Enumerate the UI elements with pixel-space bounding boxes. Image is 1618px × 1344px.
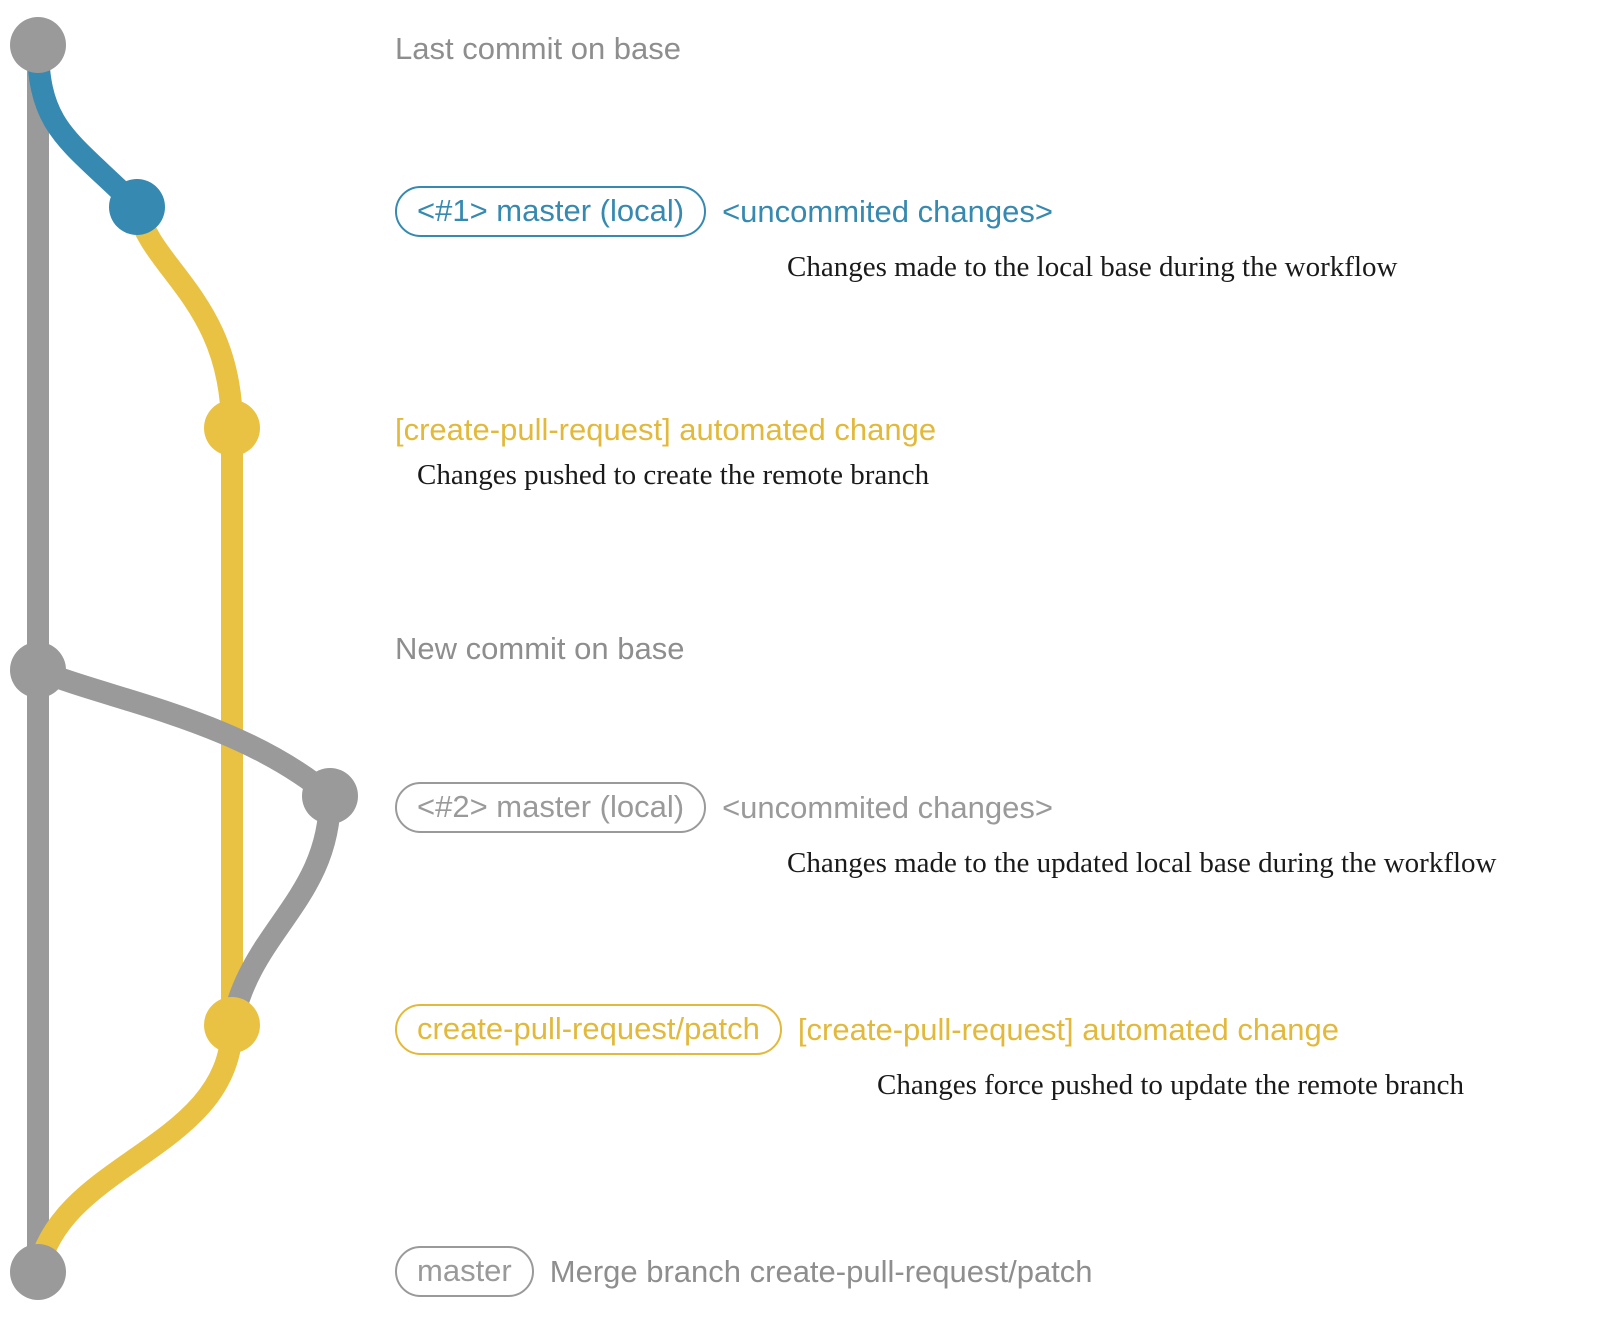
branch-line-local-2-to-patch xyxy=(221,785,341,1036)
subline-automated-change-1: Changes pushed to create the remote bran… xyxy=(417,459,930,491)
headline-uncommited-changes-1: <uncommited changes> xyxy=(722,194,1053,229)
commit-node-local-1[interactable] xyxy=(109,179,165,235)
row-head: master Merge branch create-pull-request/… xyxy=(395,1246,1093,1297)
commit-node-local-2[interactable] xyxy=(302,768,358,824)
subline-master-local-1: Changes made to the local base during th… xyxy=(787,251,1398,283)
row-head: Last commit on base xyxy=(395,33,681,64)
headline-merge-branch: Merge branch create-pull-request/patch xyxy=(549,1254,1093,1289)
annotation-master-local-2: <#2> master (local) <uncommited changes>… xyxy=(395,782,1497,880)
row-head: create-pull-request/patch [create-pull-r… xyxy=(395,1004,1464,1055)
branch-line-local-2 xyxy=(27,659,341,807)
annotation-merge-branch: master Merge branch create-pull-request/… xyxy=(395,1246,1093,1297)
subline-automated-change-2: Changes force pushed to update the remot… xyxy=(877,1069,1465,1101)
branch-pill-master-local-2[interactable]: <#2> master (local) xyxy=(395,782,707,833)
annotation-automated-change-1: [create-pull-request] automated change C… xyxy=(395,414,936,492)
branch-pill-create-pull-request-patch[interactable]: create-pull-request/patch xyxy=(395,1004,782,1055)
headline-uncommited-changes-2: <uncommited changes> xyxy=(722,790,1053,825)
branch-line-merge xyxy=(27,1014,243,1283)
commit-node-master-merge[interactable] xyxy=(10,1244,66,1300)
headline-new-commit-on-base: New commit on base xyxy=(395,631,685,666)
branch-pill-master[interactable]: master xyxy=(395,1246,534,1297)
annotation-automated-change-2: create-pull-request/patch [create-pull-r… xyxy=(395,1004,1464,1102)
git-branch-graph xyxy=(10,17,358,1300)
commit-node-base-top[interactable] xyxy=(10,17,66,73)
headline-automated-change-2: [create-pull-request] automated change xyxy=(797,1012,1340,1047)
row-head: <#2> master (local) <uncommited changes> xyxy=(395,782,1497,833)
annotation-master-local-1: <#1> master (local) <uncommited changes>… xyxy=(395,186,1397,284)
annotation-new-commit-on-base: New commit on base xyxy=(395,633,684,664)
branch-line-patch-upper xyxy=(126,196,243,1036)
branch-pill-master-local-1[interactable]: <#1> master (local) xyxy=(395,186,707,237)
row-head: [create-pull-request] automated change xyxy=(395,414,936,445)
subline-master-local-2: Changes made to the updated local base d… xyxy=(787,847,1497,879)
commit-node-patch-1[interactable] xyxy=(204,400,260,456)
branch-line-local-1 xyxy=(27,34,148,218)
headline-last-commit-on-base: Last commit on base xyxy=(395,31,682,66)
annotation-last-commit-on-base: Last commit on base xyxy=(395,33,681,64)
commit-node-base-new[interactable] xyxy=(10,642,66,698)
row-head: <#1> master (local) <uncommited changes> xyxy=(395,186,1397,237)
commit-node-patch-2[interactable] xyxy=(204,997,260,1053)
headline-automated-change-1: [create-pull-request] automated change xyxy=(395,412,937,447)
row-head: New commit on base xyxy=(395,633,684,664)
